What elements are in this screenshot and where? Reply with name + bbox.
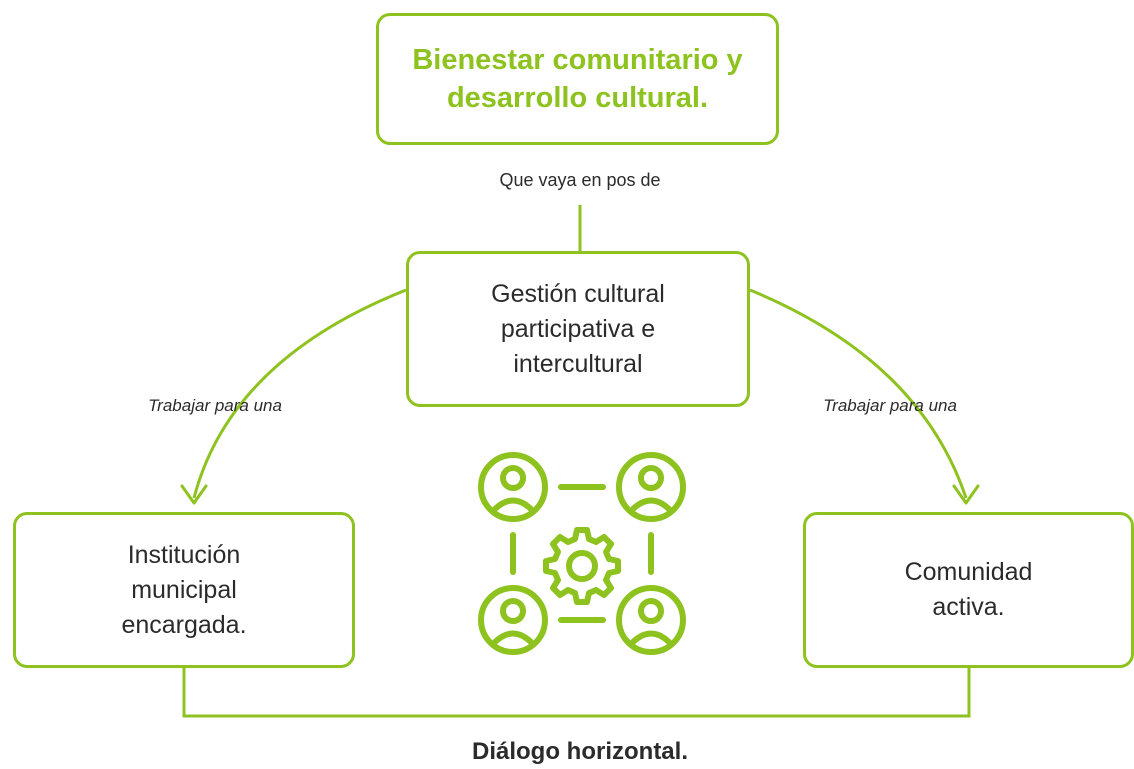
bottom-dialog-connector [182,668,971,718]
left-line-1: Institución [127,540,241,569]
right-line-1: Comunidad [904,558,1033,586]
left-arc-label: Trabajar para una [148,396,282,415]
left-box-title: Institución municipal encargada. [121,538,246,643]
left-line-2: municipal [131,575,237,604]
gear-icon [543,527,621,605]
left-arrowhead [180,484,208,505]
center-title: Gestión cultural participativa e intercu… [491,277,665,382]
bottom-label: Diálogo horizontal. [472,738,688,765]
center-line-3: intercultural [513,349,643,378]
top-connector-label: Que vaya en pos de [499,170,661,190]
right-arc-arrow [749,288,968,499]
person-icon-bottom-left [478,585,548,655]
right-arc-label: Trabajar para una [823,396,957,415]
goal-box: Bienestar comunitario y desarrollo cultu… [376,13,779,145]
center-line-2: participativa e [500,314,656,343]
network-people-gear-icon [478,452,686,655]
left-box: Institución municipal encargada. [13,512,355,668]
left-arc-arrow [192,288,407,499]
center-box: Gestión cultural participativa e intercu… [406,251,750,407]
left-line-3: encargada. [121,610,247,639]
person-icon-bottom-right [616,585,686,655]
right-box: Comunidad activa. [803,512,1134,668]
person-icon-top-right [616,452,686,522]
right-box-title: Comunidad activa. [905,555,1033,625]
right-line-2: activa. [932,593,1005,621]
right-arrowhead [952,484,980,505]
center-line-1: Gestión cultural [491,279,665,308]
person-icon-top-left [478,452,548,522]
goal-title: Bienestar comunitario y desarrollo cultu… [412,41,742,117]
goal-line-1: Bienestar comunitario y [412,44,743,76]
goal-line-2: desarrollo cultural. [446,82,709,114]
